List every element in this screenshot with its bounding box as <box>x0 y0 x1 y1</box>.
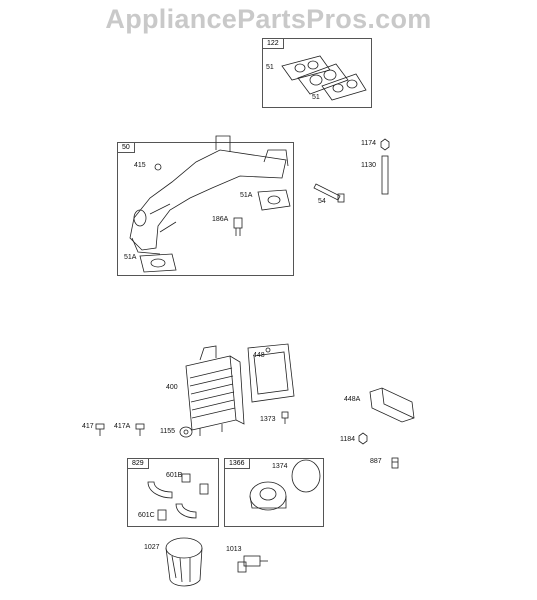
nut-1174 <box>380 138 390 151</box>
part-label-448A: 448A <box>344 396 361 403</box>
shroud-448 <box>247 343 295 403</box>
intake-manifold <box>129 135 289 255</box>
part-label-417A: 417A <box>114 423 131 430</box>
group-50-frame: 50 <box>117 142 294 276</box>
part-label-51-left: 51 <box>266 64 274 71</box>
part-label-1130: 1130 <box>361 162 377 169</box>
group-829-label: 829 <box>128 459 149 469</box>
part-label-1174: 1174 <box>361 140 377 147</box>
group-122-frame: 122 <box>262 38 372 108</box>
group-1366-label: 1366 <box>225 459 250 469</box>
grommet-1155 <box>179 426 193 438</box>
part-label-1374: 1374 <box>272 463 288 470</box>
part-label-1155: 1155 <box>160 428 176 435</box>
part-label-51-bottom: 51 <box>312 94 320 101</box>
part-label-415: 415 <box>134 162 146 169</box>
screw-415 <box>154 163 162 171</box>
part-label-186A: 186A <box>212 216 229 223</box>
oil-cooler-400 <box>185 345 245 436</box>
nut-1184 <box>358 432 368 445</box>
part-label-54: 54 <box>318 198 326 205</box>
hose-829-upper <box>147 481 173 499</box>
oil-filter-1027 <box>165 537 203 587</box>
site-watermark: AppliancePartsPros.com <box>105 4 432 34</box>
oil-filter-adapter <box>249 481 287 511</box>
group-829-frame: 829 <box>127 458 219 527</box>
hose-829-lower <box>175 503 197 519</box>
fitting-186A <box>233 217 243 236</box>
group-50-label: 50 <box>118 143 135 153</box>
part-label-1373: 1373 <box>260 416 276 423</box>
group-122-label: 122 <box>263 39 284 49</box>
screw-417A <box>135 423 145 436</box>
o-ring-1374 <box>291 459 321 493</box>
part-label-51A-bottom: 51A <box>124 254 137 261</box>
gasket-51-center <box>297 63 349 95</box>
group-1366-frame: 1366 <box>224 458 324 527</box>
part-label-1184: 1184 <box>340 436 356 443</box>
part-label-887: 887 <box>370 458 382 465</box>
gasket-51-left <box>281 55 331 81</box>
part-label-1013: 1013 <box>226 546 242 553</box>
stud-1130 <box>381 155 389 195</box>
gasket-51-right <box>321 73 367 101</box>
clamp-601C <box>157 509 167 521</box>
clamp-601B <box>181 473 209 495</box>
part-label-601C: 601C <box>138 512 155 519</box>
part-label-417: 417 <box>82 423 94 430</box>
bolt-54 <box>313 183 345 203</box>
part-label-601B: 601B <box>166 472 183 479</box>
part-label-1027: 1027 <box>144 544 160 551</box>
bracket-448A <box>369 387 415 423</box>
manifold-gasket-51A-top <box>257 189 291 211</box>
part-label-400: 400 <box>166 384 178 391</box>
manifold-gasket-51A-bottom <box>139 253 177 273</box>
part-label-448: 448 <box>253 352 265 359</box>
fitting-887 <box>391 457 399 469</box>
screw-1373 <box>281 411 289 424</box>
oil-sender-1013 <box>237 555 268 573</box>
part-label-51A-top: 51A <box>240 192 253 199</box>
screw-417 <box>95 423 105 436</box>
